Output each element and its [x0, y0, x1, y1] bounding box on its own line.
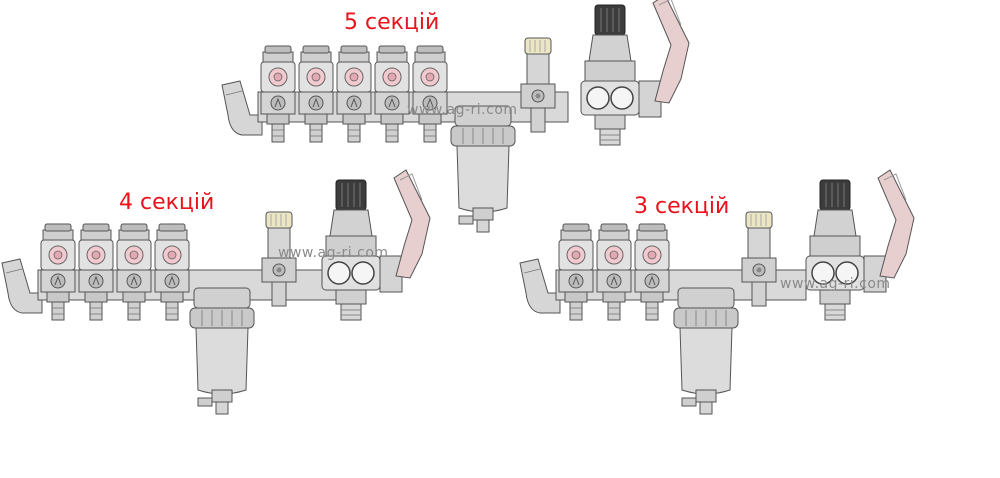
- valve-section-2: [298, 45, 334, 143]
- valve-section-1: [260, 45, 296, 143]
- watermark-left: www.ag-ri.com: [278, 245, 389, 261]
- main-control-valve: [580, 0, 690, 146]
- valve-section-5: [412, 45, 448, 143]
- valve-section-3: [336, 45, 372, 143]
- filter-canister: [189, 287, 255, 415]
- manifold-5-sections: [221, 0, 690, 233]
- manifold-4-sections: [1, 169, 431, 415]
- watermark-right: www.ag-ri.com: [780, 276, 891, 292]
- main-control-valve: [805, 169, 915, 321]
- watermark-top: www.ag-ri.com: [407, 102, 518, 118]
- valve-section-4: [374, 45, 410, 143]
- label-5-sections: 5 секцій: [344, 10, 440, 35]
- valve-section-2: [78, 223, 114, 321]
- valve-section-3: [634, 223, 670, 321]
- valve-section-1: [558, 223, 594, 321]
- valve-section-2: [596, 223, 632, 321]
- label-3-sections: 3 секцій: [634, 194, 730, 219]
- label-4-sections: 4 секцій: [119, 190, 215, 215]
- filter-canister: [450, 105, 516, 233]
- valve-section-1: [40, 223, 76, 321]
- valve-section-3: [116, 223, 152, 321]
- valve-section-4: [154, 223, 190, 321]
- filter-canister: [673, 287, 739, 415]
- manifold-3-sections: [519, 169, 915, 415]
